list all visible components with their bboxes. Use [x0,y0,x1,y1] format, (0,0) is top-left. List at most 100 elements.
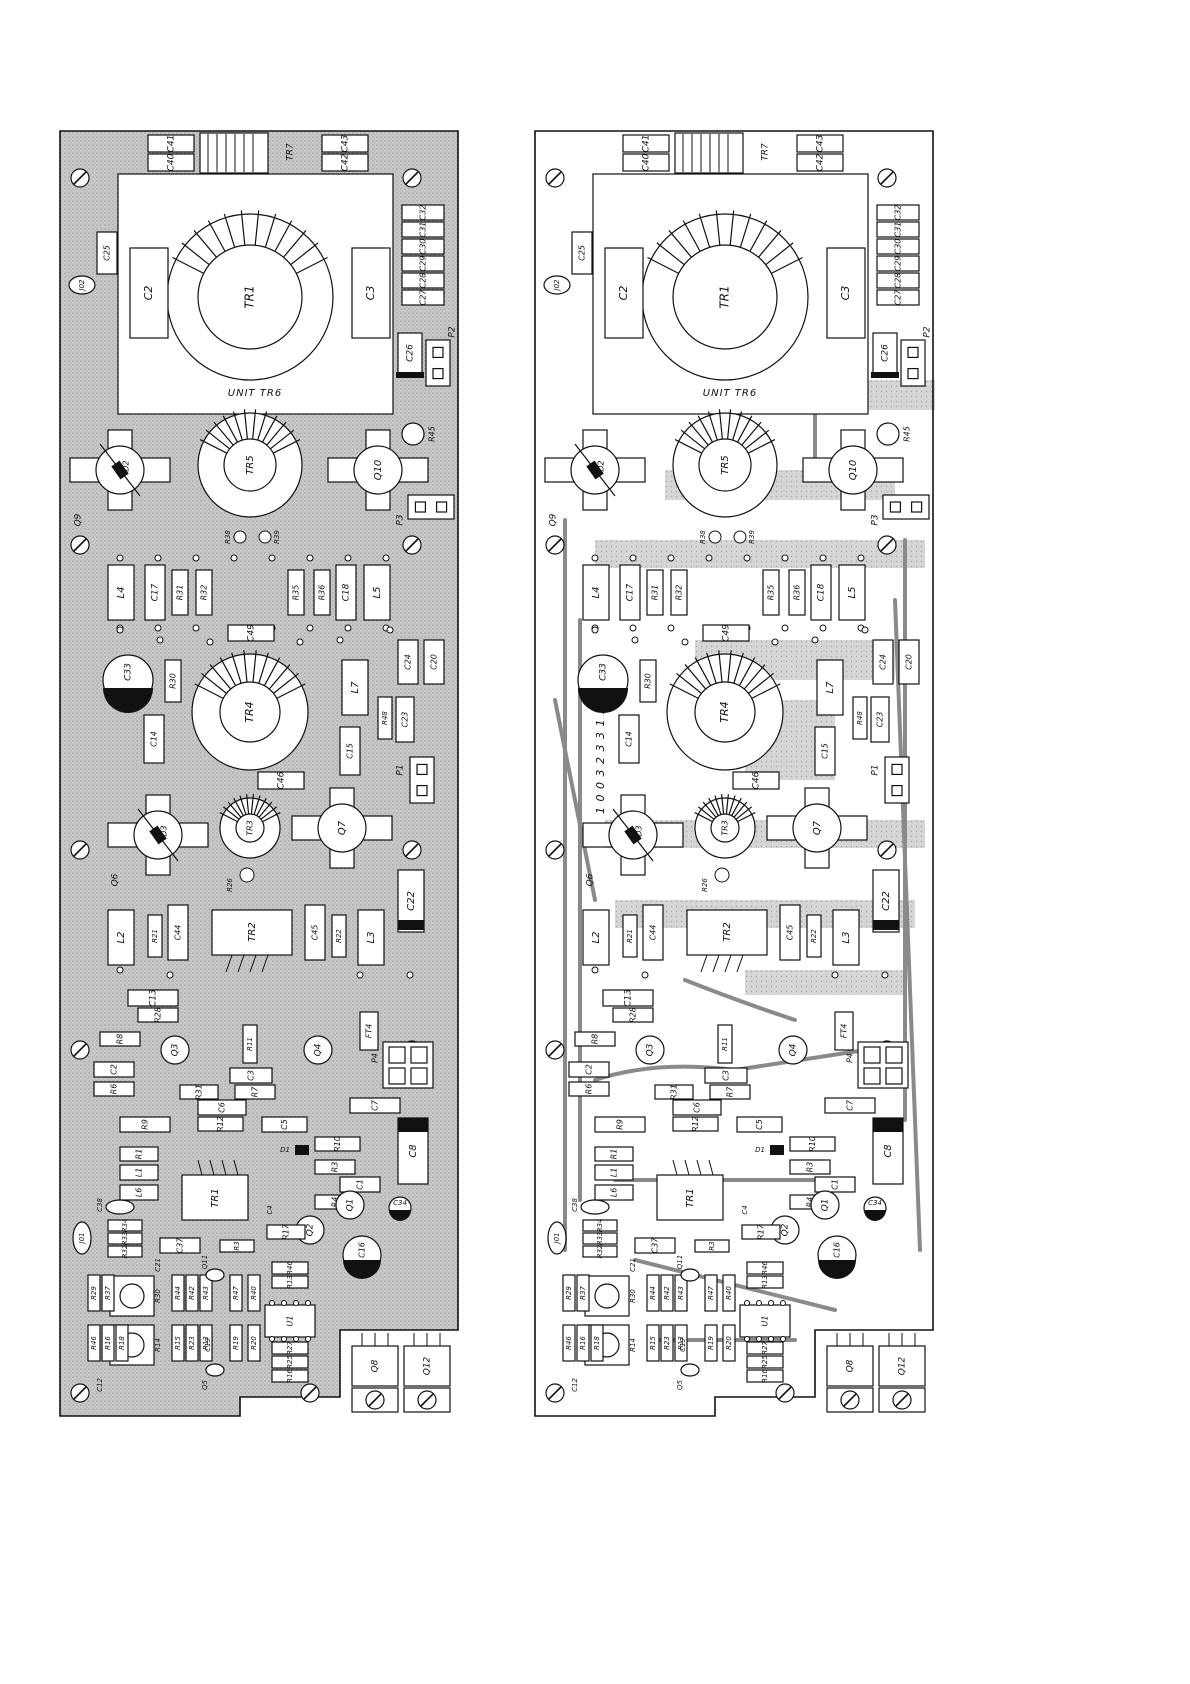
ref-designator: C34 [868,1199,882,1207]
ref-designator: R27 [761,1341,769,1355]
solder-pad [293,1336,299,1342]
component-outline [321,153,369,172]
transistor-body [828,445,878,495]
toroid-winding [694,657,712,686]
ref-designator: R11 [246,1037,254,1051]
component-outline [99,1031,141,1047]
toroid-winding [254,210,260,246]
component-outline [810,564,832,621]
tr1-lead [233,1159,239,1176]
ref-designator: R37 [579,1286,587,1300]
connector-pin [435,501,448,513]
toroid-winding [274,220,293,252]
ref-designator: R20 [725,1336,733,1350]
component-outline [704,1067,748,1084]
solder-pad [781,624,789,632]
toroid-winding [706,652,717,684]
ref-designator: R48 [856,711,864,725]
component-outline [107,1219,143,1232]
ref-designator: C5 [755,1119,764,1130]
ref-designator: R47 [232,1286,240,1300]
ref-designator: R6 [585,1084,594,1095]
component-outline [594,1184,634,1201]
screw-slot [880,171,894,185]
component-outline [229,1274,243,1312]
component-outline [702,624,750,642]
toroid-winding [219,657,237,686]
ref-designator: R34 [121,1219,129,1233]
ref-designator: R4 [331,1197,340,1208]
ref-designator: C22 [406,891,417,911]
toroid-winding [272,439,301,454]
component-outline [423,639,445,685]
transistor-q11 [205,1268,225,1282]
ref-designator: R15 [649,1336,657,1350]
component-outline [167,904,189,961]
toroid-winding [694,812,713,823]
unit-label: UNIT TR6 [703,388,757,399]
component-outline [814,726,836,776]
component-outline [872,639,894,685]
toroid-winding [707,411,718,441]
diode-body [586,460,604,480]
component-outline [672,1099,722,1116]
ref-designator: C1 [356,1179,365,1190]
component-outline [96,231,118,275]
screw-slot [73,171,87,185]
toroid-winding [213,421,234,446]
solder-pad [154,624,162,632]
ref-designator: P3 [871,514,881,525]
component-outline [674,1324,688,1362]
ref-designator: R38 [699,530,707,544]
toroid-winding [729,210,735,246]
ref-designator: TR1 [243,285,257,308]
ref-designator: R23 [188,1336,196,1350]
ref-designator: R7 [726,1086,735,1098]
component-outline [639,659,657,703]
diode-d1 [770,1145,784,1155]
toroid-winding [199,439,228,454]
ref-designator: R42 [188,1286,196,1300]
ref-designator: C3 [722,1070,731,1081]
component-outline [582,909,610,966]
ref-designator: C29 [894,256,903,272]
resistor [746,1261,784,1275]
ref-designator: TR5 [245,455,256,474]
resistor [271,1341,309,1355]
resistor [271,1369,309,1383]
ref-designator: U1 [286,1316,295,1327]
resistor [746,1275,784,1289]
tr2-lead [724,954,732,973]
solder-pad [344,554,352,562]
ref-designator: D3 [635,825,644,836]
tr1-lead [197,1159,203,1176]
toroid-winding [715,210,721,246]
ref-designator: C8 [883,1144,894,1157]
ref-designator: L6 [610,1188,619,1198]
ref-designator: R14 [154,1338,162,1352]
ref-designator: R25 [761,1355,769,1369]
transistor-q11 [680,1268,700,1282]
toroid-winding [194,683,224,699]
component-outline [335,564,357,621]
toroid-winding [758,230,782,258]
component-outline [242,1024,258,1064]
transformer-tr2 [211,909,293,956]
component-outline [227,624,275,642]
connector-pin [891,763,903,776]
ref-designator: TR4 [243,701,256,722]
capacitor-c38 [580,1199,610,1215]
capacitor-c3 [351,247,391,339]
component-outline [788,569,806,616]
component-outline [247,1274,261,1312]
transistor-to92 [810,1190,840,1220]
ref-designator: R15 [174,1336,182,1350]
ref-designator: R8 [116,1034,125,1045]
component-outline [602,989,654,1007]
component-outline [622,134,670,153]
toroid-inner [698,438,752,492]
component-outline [197,1099,247,1116]
ref-designator: R25 [286,1355,294,1369]
ref-designator: C2 [585,1064,594,1075]
